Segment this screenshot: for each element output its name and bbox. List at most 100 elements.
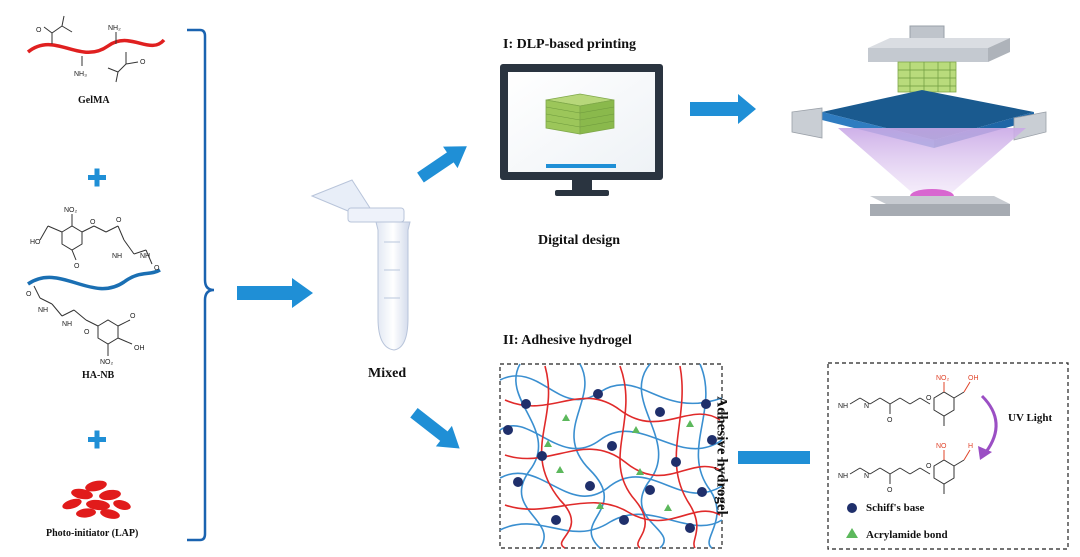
chem-fragment: NH₂ xyxy=(108,25,121,32)
acrylamide-node xyxy=(596,502,604,509)
digital-design-label: Digital design xyxy=(538,233,621,248)
network-strand xyxy=(499,425,723,450)
chem-fragment: NO₂ xyxy=(936,375,950,382)
chem-fragment: O xyxy=(116,217,122,224)
hanb-structure xyxy=(27,214,161,356)
ha-chain xyxy=(27,268,161,291)
chem-fragment: O xyxy=(887,417,893,424)
chem-fragment: NH xyxy=(112,253,122,260)
hanb-label: HA-NB xyxy=(82,370,115,381)
chem-fragment: OH xyxy=(968,375,979,382)
chem-fragment: O xyxy=(84,329,90,336)
uv-light-label: UV Light xyxy=(1008,412,1053,424)
monitor xyxy=(500,64,663,196)
network-strand xyxy=(515,363,545,549)
schiff-base-node xyxy=(655,407,665,417)
network-strand xyxy=(540,365,573,549)
connector-bar xyxy=(738,451,810,464)
chem-fragment: NO₂ xyxy=(100,359,114,366)
schiff-base-node xyxy=(619,515,629,525)
acrylamide-node xyxy=(636,468,644,475)
schiff-base-node xyxy=(551,515,561,525)
bracket xyxy=(187,28,215,542)
schiff-base-node xyxy=(585,481,595,491)
chem-fragment: NH₃ xyxy=(74,71,87,78)
arrow-to-dlp xyxy=(417,146,467,183)
schiff-base-node xyxy=(697,487,707,497)
schiff-base-node xyxy=(607,441,617,451)
chem-fragment: O xyxy=(887,487,893,494)
chem-fragment: O xyxy=(140,59,146,66)
legend-schiff-label: Schiff's base xyxy=(866,502,925,514)
network-strand xyxy=(573,363,605,549)
schiff-base-node xyxy=(707,435,717,445)
acrylamide-node xyxy=(544,440,552,447)
dlp-title: I: DLP-based printing xyxy=(503,37,637,52)
chem-fragment: N xyxy=(864,403,869,410)
arrow-to-tube xyxy=(237,278,313,308)
printed-scaffold-icon xyxy=(897,61,957,93)
scaffold-icon xyxy=(545,93,615,135)
adhesive-title: II: Adhesive hydrogel xyxy=(503,333,632,348)
plus-icon xyxy=(88,168,106,187)
plus-icon xyxy=(88,430,106,449)
schiff-base-node xyxy=(537,451,547,461)
hydrogel-network xyxy=(499,363,723,549)
acrylamide-node xyxy=(664,504,672,511)
chem-fragment: O xyxy=(926,463,932,470)
legend-acrylamide-label: Acrylamide bond xyxy=(866,529,948,541)
chem-fragment: O xyxy=(90,219,96,226)
reaction-fragments: NO₂ OH O N NH O NO H O N NH O xyxy=(838,375,979,494)
schiff-base-node xyxy=(671,457,681,467)
chem-fragment: H xyxy=(968,443,973,450)
chem-fragment: NH xyxy=(838,403,848,410)
network-strand xyxy=(675,365,698,549)
chem-fragment: O xyxy=(130,313,136,320)
lap-icon xyxy=(62,480,131,519)
chem-fragment: OH xyxy=(134,345,145,352)
chem-fragment: NH xyxy=(38,307,48,314)
chem-fragment: NO xyxy=(936,443,947,450)
schiff-base-node xyxy=(685,523,695,533)
schiff-base-node xyxy=(645,485,655,495)
chem-fragment: O xyxy=(36,27,42,34)
arrow-to-printer xyxy=(690,94,756,124)
chem-fragment: NH xyxy=(838,473,848,480)
acrylamide-node xyxy=(686,420,694,427)
chem-fragment: NO₂ xyxy=(64,207,78,214)
hanb-fragments: HO NO₂ O O NH NH O O O NH NH O O NO₂ OH xyxy=(26,207,160,366)
schiff-base-node xyxy=(513,477,523,487)
eppendorf-tube xyxy=(310,179,411,351)
gelma-structure xyxy=(26,15,166,83)
schiff-base-node xyxy=(503,425,513,435)
uv-arrow-head xyxy=(978,446,992,460)
network-strand xyxy=(499,472,723,497)
chem-fragment: O xyxy=(154,265,160,272)
legend-triangle-icon xyxy=(846,528,858,538)
network-strand xyxy=(640,363,665,549)
network-strand xyxy=(619,365,647,549)
lap-label: Photo-initiator (LAP) xyxy=(46,528,139,539)
reaction-panel xyxy=(827,362,1069,550)
dlp-printer xyxy=(791,25,1047,216)
schiff-base-node xyxy=(701,399,711,409)
chem-fragment: O xyxy=(926,395,932,402)
arrow-to-hydrogel xyxy=(410,408,460,449)
acrylamide-node xyxy=(632,426,640,433)
network-strand xyxy=(504,502,721,522)
chem-fragment: N xyxy=(864,473,869,480)
network-vertical-label: Adhesive hydrogel xyxy=(713,396,730,515)
schiff-base-node xyxy=(521,399,531,409)
gelma-label: GelMA xyxy=(78,95,110,106)
acrylamide-node xyxy=(562,414,570,421)
mixed-label: Mixed xyxy=(368,366,407,381)
chem-fragment: O xyxy=(74,263,80,270)
gelma-chain xyxy=(26,38,166,54)
chem-fragment: NH xyxy=(62,321,72,328)
gelma-fragments: O NH₂ NH₃ O xyxy=(36,25,146,78)
legend-dot-icon xyxy=(847,503,857,513)
chem-fragment: NH xyxy=(140,253,150,260)
uv-arrow xyxy=(980,394,998,453)
network-strand xyxy=(504,397,721,423)
